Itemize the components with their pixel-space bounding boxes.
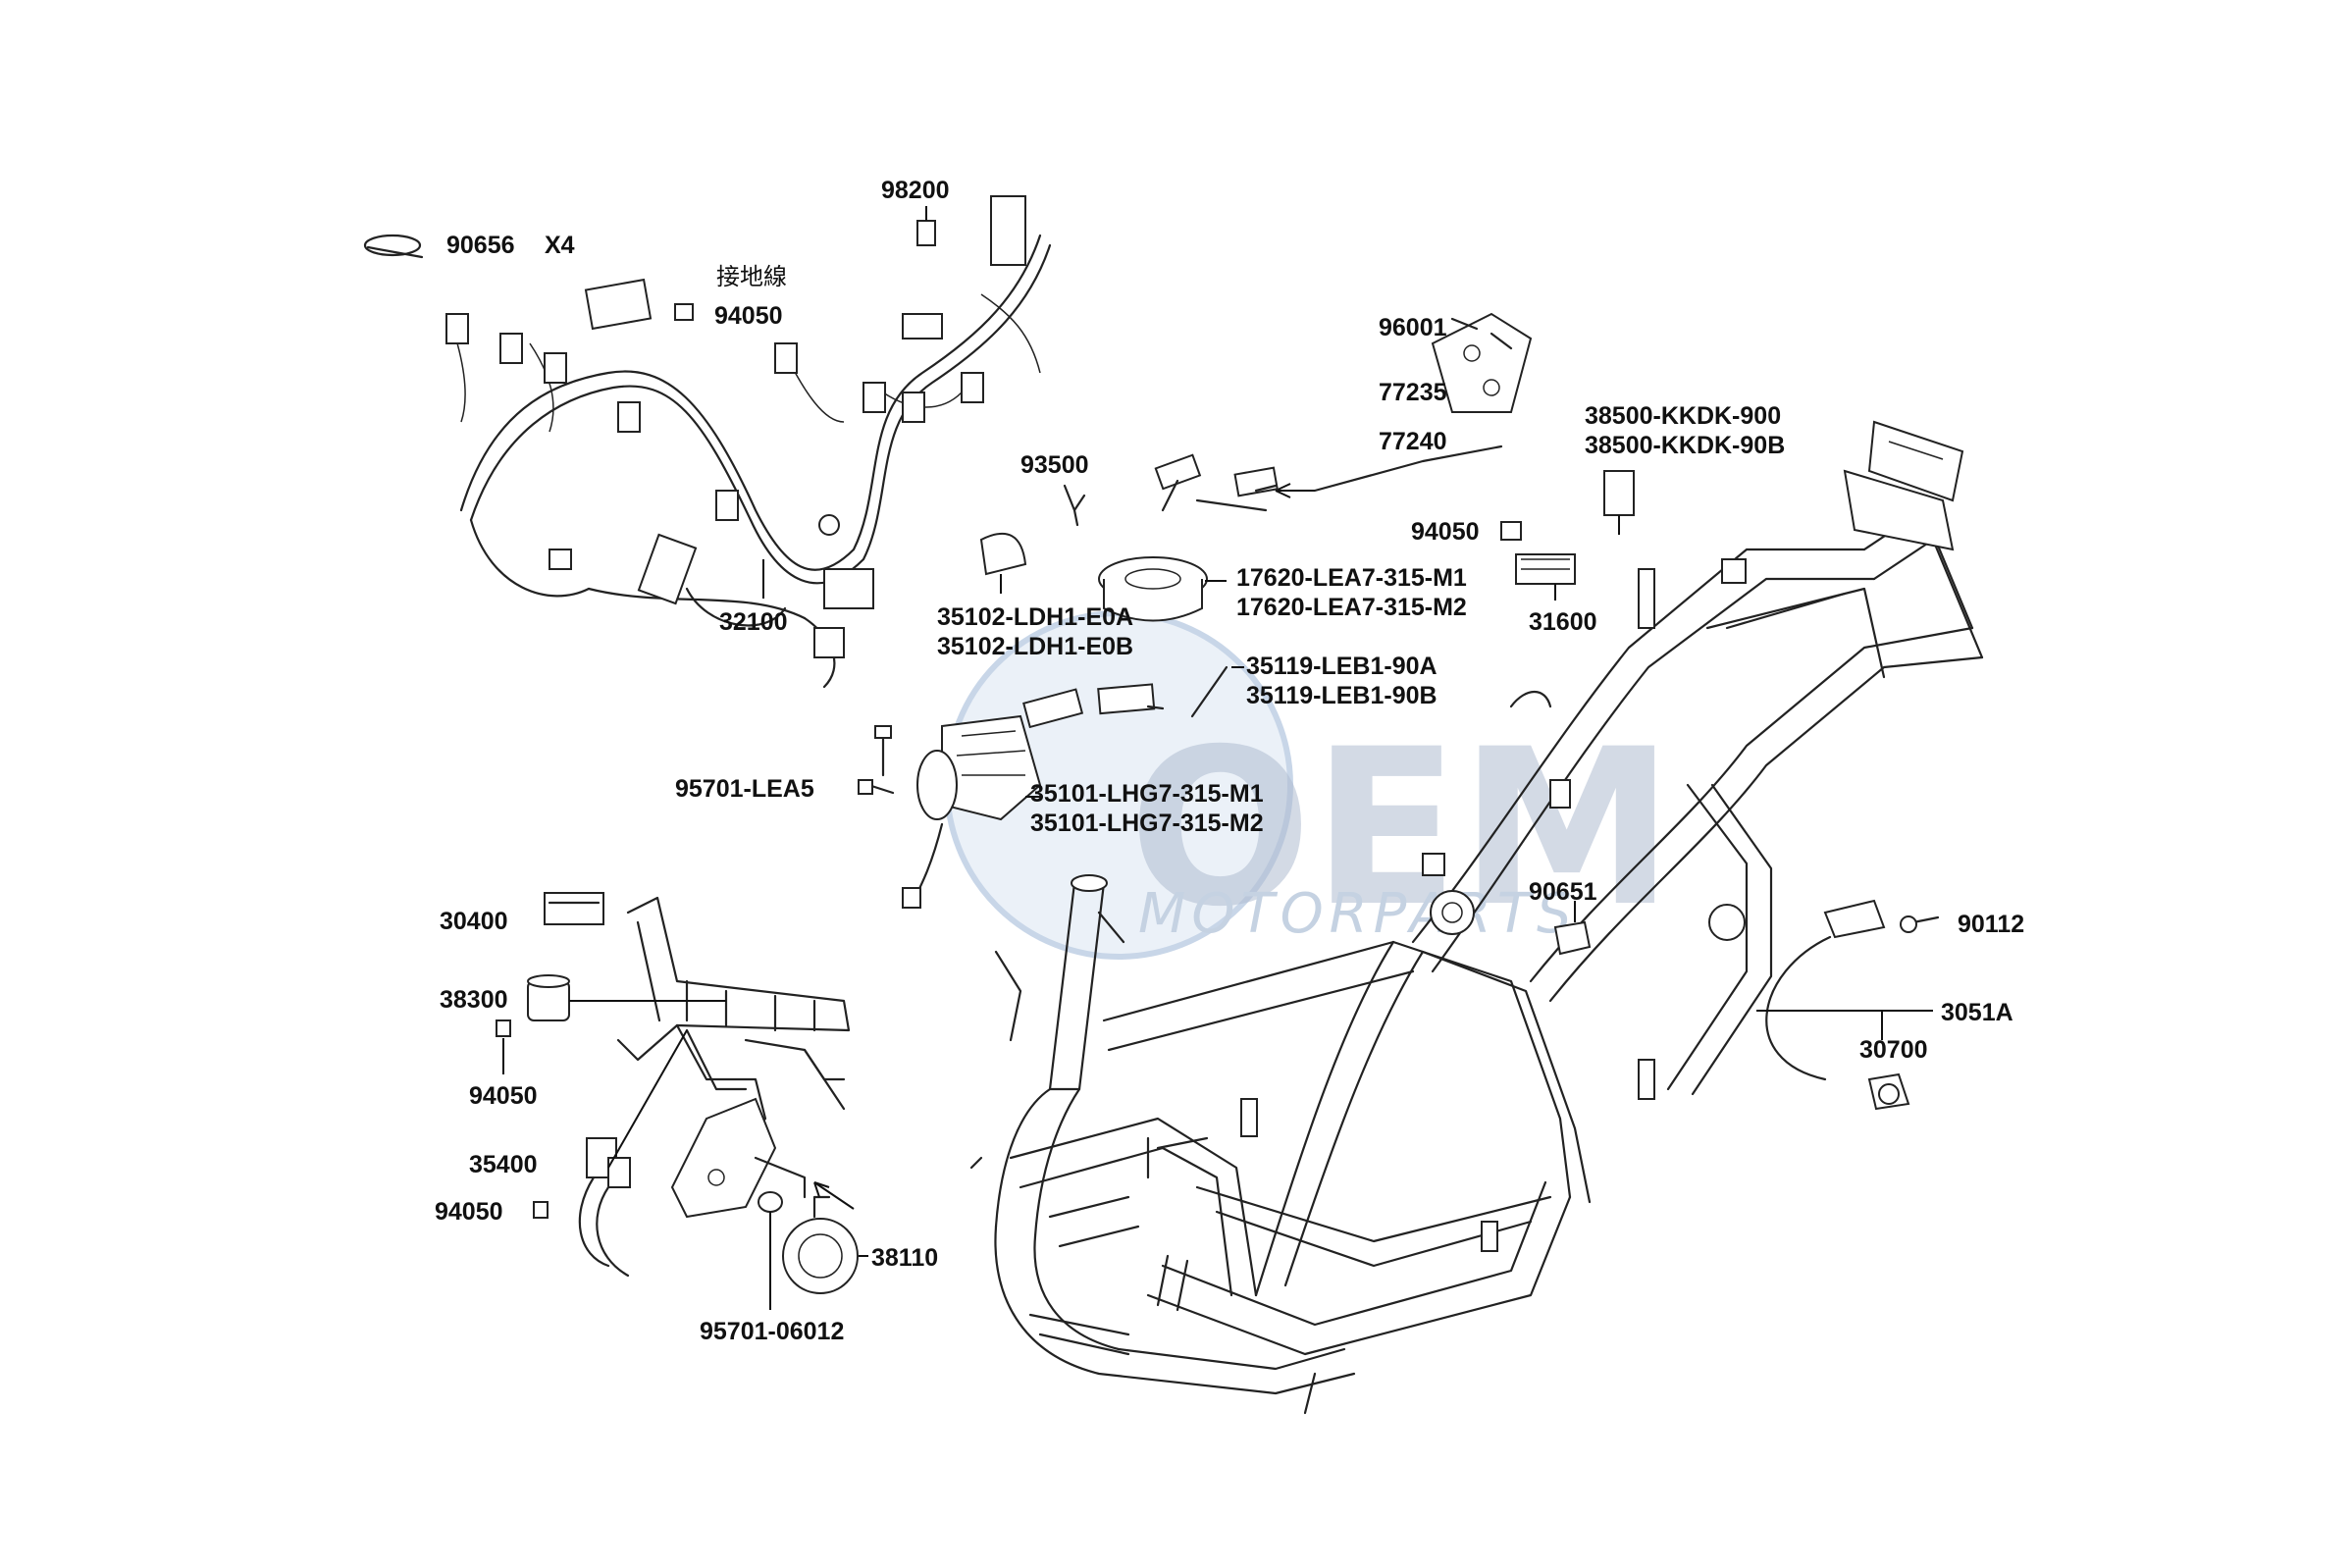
- screw-93500: [1063, 484, 1086, 527]
- cable-tie-90656: [363, 234, 424, 259]
- fuel-lock-17620: [1098, 556, 1227, 622]
- label-38110: 38110: [871, 1244, 938, 1272]
- cover-35102: [979, 532, 1027, 594]
- label-93500: 93500: [1020, 451, 1089, 479]
- fuse-clip-98200: [916, 206, 936, 246]
- label-32100: 32100: [719, 608, 788, 636]
- label-17620-m2: 17620-LEA7-315-M2: [1236, 594, 1467, 621]
- watermark-brand: OEM: [1128, 703, 1674, 954]
- watermark-subtitle: MOTORPARTS: [1138, 882, 1578, 946]
- label-17620-m1: 17620-LEA7-315-M1: [1236, 564, 1467, 592]
- label-38500-900: 38500-KKDK-900: [1585, 402, 1781, 430]
- label-30700: 30700: [1859, 1036, 1928, 1064]
- label-98200: 98200: [881, 177, 950, 204]
- label-x4: X4: [545, 232, 575, 259]
- label-35400: 35400: [469, 1151, 538, 1178]
- callout-labels: 90656 X4 接地線 94050 98200 96001 77235 772…: [435, 177, 2024, 1345]
- label-35102-e0a: 35102-LDH1-E0A: [937, 603, 1133, 631]
- label-94050-small: 94050: [469, 1082, 538, 1110]
- stop-switch-30700: [1756, 899, 1940, 1111]
- label-35119-90b: 35119-LEB1-90B: [1246, 682, 1437, 709]
- main-frame: [969, 420, 1984, 1415]
- label-35101-m1: 35101-LHG7-315-M1: [1030, 780, 1264, 808]
- label-ground-wire: 接地線: [716, 263, 787, 290]
- rod-35119: [1190, 665, 1244, 718]
- label-31600: 31600: [1529, 608, 1597, 636]
- label-38500-90b: 38500-KKDK-90B: [1585, 432, 1785, 459]
- label-30400: 30400: [440, 908, 508, 935]
- label-95701-06012: 95701-06012: [700, 1318, 844, 1345]
- label-90112: 90112: [1958, 911, 2024, 938]
- label-38300: 38300: [440, 986, 508, 1014]
- regulator-31600: [1500, 521, 1576, 601]
- label-96001: 96001: [1379, 314, 1447, 341]
- label-3051a: 3051A: [1941, 999, 2013, 1026]
- label-94050-ground: 94050: [714, 302, 783, 330]
- relay-38500: [1603, 470, 1635, 535]
- wire-harness: [445, 195, 1052, 689]
- label-35119-90a: 35119-LEB1-90A: [1246, 653, 1437, 680]
- ignition-switch-35101: [902, 683, 1165, 909]
- label-94050-lower: 94050: [435, 1198, 503, 1226]
- keys-top: [1154, 453, 1279, 512]
- bolts-95701-lea5: [858, 725, 895, 795]
- bracket-77235: [1431, 312, 1533, 413]
- label-90651: 90651: [1529, 878, 1597, 906]
- headlight-bracket-assembly: [496, 892, 868, 1310]
- clip-90651: [1553, 901, 1592, 956]
- label-77235: 77235: [1379, 379, 1447, 406]
- label-35102-e0b: 35102-LDH1-E0B: [937, 633, 1133, 660]
- label-35101-m2: 35101-LHG7-315-M2: [1030, 810, 1264, 837]
- label-94050-regulator: 94050: [1411, 518, 1480, 546]
- nut-94050-ground: [674, 303, 694, 321]
- label-95701-lea5: 95701-LEA5: [675, 775, 814, 803]
- label-77240: 77240: [1379, 428, 1447, 455]
- label-90656: 90656: [446, 232, 515, 259]
